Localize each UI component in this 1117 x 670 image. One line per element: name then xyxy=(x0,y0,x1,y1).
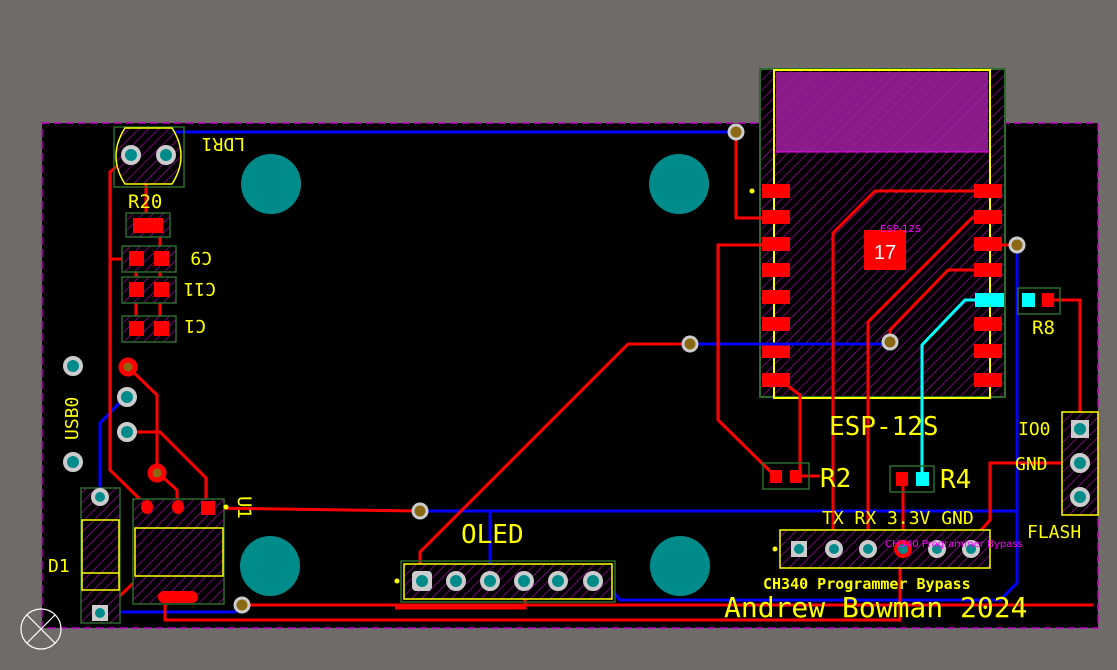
ch340-pin[interactable] xyxy=(962,540,980,558)
esp-pad xyxy=(974,317,1002,331)
d1-label: D1 xyxy=(48,556,70,577)
author-label: Andrew Bowman 2024 xyxy=(724,591,1027,624)
esp-pad xyxy=(762,184,790,198)
c11-pad xyxy=(154,282,169,297)
c1-pad xyxy=(154,321,169,336)
r20-label: R20 xyxy=(128,191,162,213)
r4-footprint[interactable] xyxy=(889,465,935,493)
r8-label: R8 xyxy=(1032,317,1055,339)
usb0-label: USB0 xyxy=(62,397,83,440)
c9-pad xyxy=(154,251,169,266)
via xyxy=(1008,236,1026,254)
oled-pin[interactable] xyxy=(548,571,568,591)
esp-pad xyxy=(974,344,1002,358)
esp-pad xyxy=(974,373,1002,387)
oled-label: OLED xyxy=(461,520,524,550)
esp-pad xyxy=(762,210,790,224)
c11-pad xyxy=(129,282,144,297)
ldr1-label: LDR1 xyxy=(202,133,245,154)
designator-badge xyxy=(864,230,906,270)
usb0-pads[interactable] xyxy=(63,356,167,483)
ch340-pin-hole xyxy=(794,544,804,554)
ch340-header[interactable] xyxy=(772,529,991,569)
esp-pad xyxy=(762,263,790,277)
oled-pin[interactable] xyxy=(480,571,500,591)
ch340-pin[interactable] xyxy=(825,540,843,558)
esp-pad xyxy=(762,290,790,304)
r20-pad xyxy=(133,218,148,233)
ch340-pins[interactable] xyxy=(791,540,980,558)
c1-label: C1 xyxy=(184,315,206,336)
esp-pad xyxy=(762,237,790,251)
via xyxy=(681,335,699,353)
d1-footprint[interactable] xyxy=(80,487,121,624)
oled-header[interactable] xyxy=(394,560,616,603)
gnd-flash-label: GND xyxy=(1015,454,1048,475)
vias xyxy=(233,123,1026,614)
io0-label: IO0 xyxy=(1018,419,1051,440)
oled-pin[interactable] xyxy=(514,571,534,591)
esp-small-label: ESP-12S xyxy=(880,224,921,235)
c11-label: C11 xyxy=(183,278,216,299)
r8-footprint[interactable] xyxy=(975,287,1061,315)
c9-label: C9 xyxy=(190,247,212,268)
via xyxy=(233,596,251,614)
pin1-marker xyxy=(749,188,755,194)
esp-pads xyxy=(749,184,1002,387)
mounting-hole xyxy=(240,536,300,596)
flash-header[interactable] xyxy=(1061,411,1099,516)
r2-footprint[interactable] xyxy=(762,462,810,490)
r20-pad xyxy=(148,218,163,233)
esp-pad xyxy=(762,317,790,331)
antenna-keepout xyxy=(776,72,988,152)
smd-components[interactable] xyxy=(121,212,177,343)
mounting-hole xyxy=(649,154,709,214)
oled-pin[interactable] xyxy=(446,571,466,591)
esp-label: ESP-12S xyxy=(829,412,939,442)
via xyxy=(727,123,745,141)
ch340-pin[interactable] xyxy=(894,540,912,558)
flash-label: FLASH xyxy=(1027,522,1081,543)
c1-pad xyxy=(129,321,144,336)
ch340-label: CH340 Programmer Bypass xyxy=(763,575,971,593)
esp-pad xyxy=(762,344,790,358)
via xyxy=(411,502,429,520)
ch340-pin[interactable] xyxy=(928,540,946,558)
designator-badge-text: 17 xyxy=(874,242,896,264)
oled-pin-hole xyxy=(416,575,428,587)
r4-label: R4 xyxy=(940,465,971,495)
origin-marker-icon xyxy=(20,608,62,650)
u1-footprint[interactable] xyxy=(132,498,229,605)
ch340-pin[interactable] xyxy=(859,540,877,558)
ldr1-footprint[interactable] xyxy=(113,126,185,188)
u1-label: U1 xyxy=(233,496,255,519)
header-pins-label: TX RX 3.3V GND xyxy=(822,508,974,529)
oled-pins[interactable] xyxy=(412,571,603,591)
mounting-hole xyxy=(650,536,710,596)
via xyxy=(881,333,899,351)
r2-label: R2 xyxy=(820,464,851,494)
oled-pin[interactable] xyxy=(583,571,603,591)
ch340-small-label: CH340 Programmer Bypass xyxy=(885,539,1023,550)
mounting-hole xyxy=(241,154,301,214)
c9-pad xyxy=(129,251,144,266)
